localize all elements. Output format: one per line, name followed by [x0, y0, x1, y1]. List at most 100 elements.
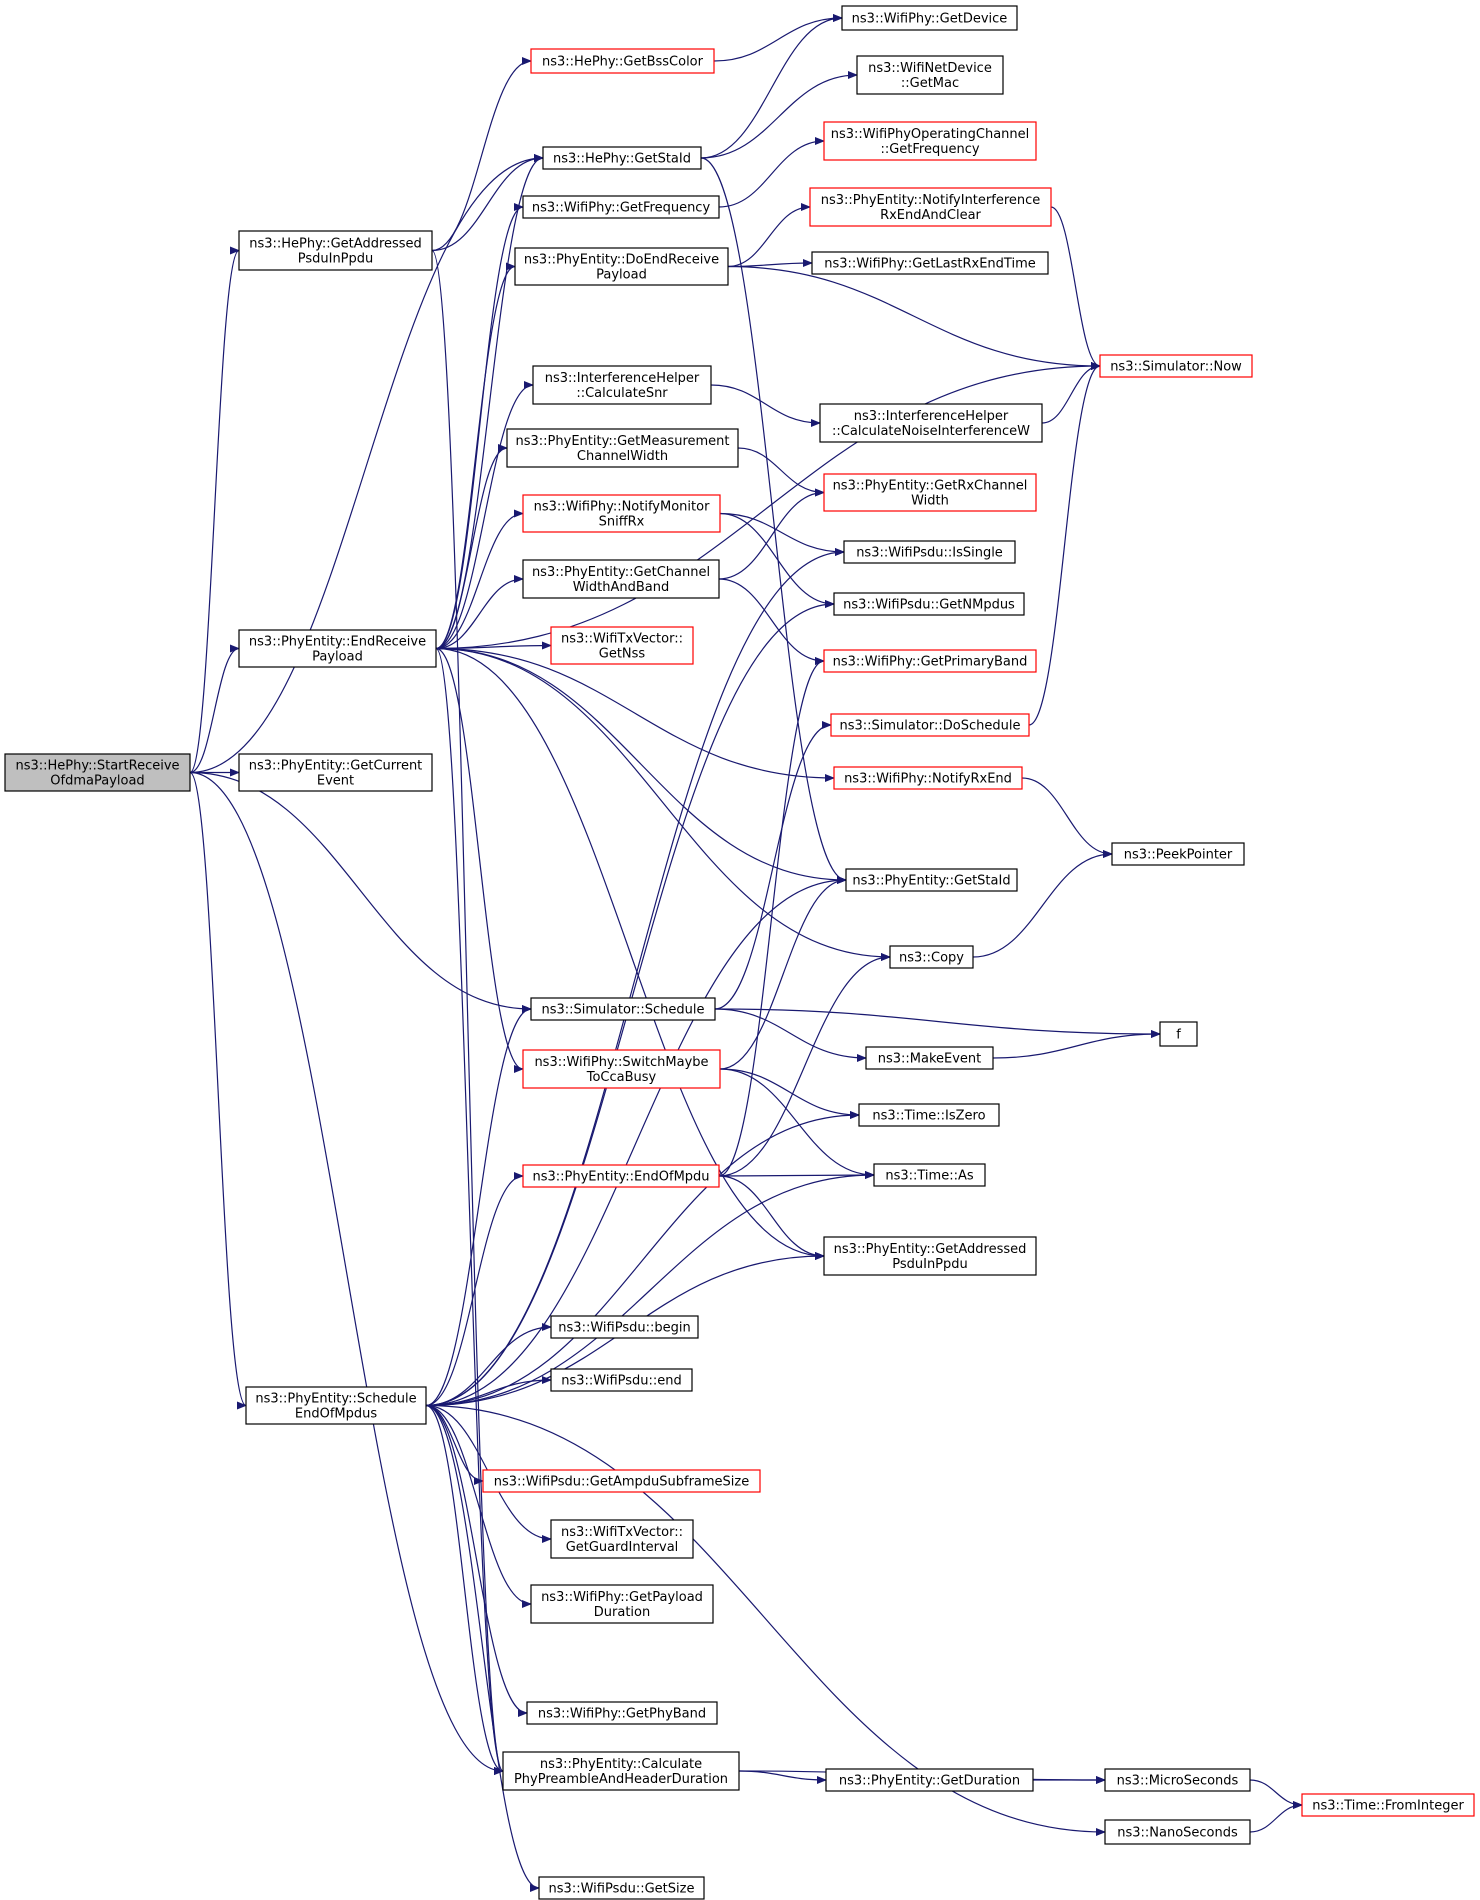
node-label: ns3::PhyEntity::GetDuration — [839, 1774, 1020, 1789]
node-label: ns3::WifiPhy::NotifyRxEnd — [844, 772, 1012, 787]
node-n42[interactable]: ns3::Time::As — [873, 1163, 986, 1187]
node-n44[interactable]: ns3::PhyEntity::GetDuration — [825, 1768, 1034, 1792]
node-n7[interactable]: ns3::WifiPhy::GetFrequency — [522, 195, 720, 219]
edge-n16-n35 — [718, 657, 825, 1177]
node-n40[interactable]: ns3::MakeEvent — [865, 1046, 994, 1070]
node-n33[interactable]: ns3::WifiPsdu::IsSingle — [843, 540, 1016, 564]
node-label: ::CalculateSnr — [576, 386, 668, 401]
node-box — [1159, 1021, 1198, 1047]
node-n23[interactable]: ns3::PhyEntity::CalculatePhyPreambleAndH… — [502, 1751, 740, 1791]
edge-n37-n45 — [1021, 777, 1113, 858]
node-n14[interactable]: ns3::Simulator::Schedule — [530, 997, 716, 1021]
edge-root-n6 — [189, 154, 544, 774]
edge-n11-n34 — [719, 512, 835, 608]
node-n45[interactable]: ns3::PeekPointer — [1111, 842, 1245, 866]
node-n39[interactable]: ns3::Copy — [889, 945, 974, 969]
node-label: ns3::WifiPhy::GetPrimaryBand — [833, 655, 1028, 670]
node-n41[interactable]: ns3::Time::IsZero — [858, 1103, 1000, 1127]
node-n38[interactable]: ns3::PhyEntity::GetStaId — [845, 868, 1018, 892]
node-label: ns3::WifiPsdu::IsSingle — [856, 546, 1003, 561]
node-label: ns3::PhyEntity::GetMeasurement — [516, 434, 730, 449]
node-label: ::CalculateNoiseInterferenceW — [832, 424, 1030, 439]
node-label: ns3::InterferenceHelper — [545, 371, 700, 386]
node-box — [482, 1469, 761, 1493]
edge-n2-n37 — [435, 647, 835, 782]
node-n10[interactable]: ns3::PhyEntity::GetMeasurementChannelWid… — [506, 428, 739, 468]
edge-n6-n26 — [700, 71, 858, 159]
node-n13[interactable]: ns3::WifiTxVector::GetNss — [550, 626, 694, 665]
edge-n4-n24 — [425, 1404, 540, 1892]
node-n34[interactable]: ns3::WifiPsdu::GetNMpdus — [833, 592, 1025, 616]
edge-n10-n32 — [737, 447, 825, 497]
node-n49[interactable]: ns3::Time::FromInteger — [1301, 1793, 1475, 1817]
node-box — [550, 1368, 693, 1392]
node-n28[interactable]: ns3::PhyEntity::NotifyInterferenceRxEndA… — [809, 187, 1052, 227]
edge-n4-n17 — [425, 1323, 552, 1407]
node-label: ns3::PhyEntity::GetChannel — [532, 565, 710, 580]
edge-n11-n33 — [719, 512, 845, 556]
node-label: ns3::PhyEntity::Calculate — [540, 1757, 702, 1772]
node-n47[interactable]: ns3::MicroSeconds — [1104, 1768, 1251, 1792]
node-label: ns3::PhyEntity::Schedule — [255, 1392, 416, 1407]
edge-n2-n38 — [435, 647, 847, 884]
node-n31[interactable]: ns3::InterferenceHelper::CalculateNoiseI… — [819, 403, 1043, 443]
node-n29[interactable]: ns3::WifiPhy::GetLastRxEndTime — [811, 251, 1049, 275]
node-n30[interactable]: ns3::Simulator::Now — [1099, 354, 1253, 378]
edge-n4-n22 — [425, 1404, 528, 1717]
node-label: PhyPreambleAndHeaderDuration — [514, 1772, 728, 1787]
node-n25[interactable]: ns3::WifiPhy::GetDevice — [841, 5, 1018, 31]
node-label: ::GetFrequency — [880, 142, 979, 157]
node-n46[interactable]: f — [1159, 1021, 1198, 1047]
node-label: ChannelWidth — [577, 449, 668, 464]
node-box — [841, 5, 1018, 31]
node-label: ns3::WifiPhy::GetLastRxEndTime — [824, 257, 1036, 272]
node-box — [843, 540, 1016, 564]
node-n9[interactable]: ns3::InterferenceHelper::CalculateSnr — [532, 365, 712, 405]
node-n19[interactable]: ns3::WifiPsdu::GetAmpduSubframeSize — [482, 1469, 761, 1493]
node-n37[interactable]: ns3::WifiPhy::NotifyRxEnd — [833, 766, 1023, 790]
node-n6[interactable]: ns3::HePhy::GetStaId — [542, 146, 702, 170]
node-label: ns3::NanoSeconds — [1117, 1826, 1238, 1841]
node-n17[interactable]: ns3::WifiPsdu::begin — [550, 1315, 699, 1339]
node-n24[interactable]: ns3::WifiPsdu::GetSize — [538, 1876, 705, 1900]
node-n5[interactable]: ns3::HePhy::GetBssColor — [530, 48, 715, 74]
node-box — [522, 195, 720, 219]
node-n36[interactable]: ns3::Simulator::DoSchedule — [830, 713, 1030, 737]
node-box — [530, 1584, 714, 1624]
edge-n4-n48 — [425, 1404, 1106, 1836]
edge-n2-n10 — [435, 444, 508, 650]
node-label: ns3::MicroSeconds — [1117, 1774, 1239, 1789]
node-n48[interactable]: ns3::NanoSeconds — [1104, 1819, 1251, 1845]
node-n20[interactable]: ns3::WifiTxVector::GetGuardInterval — [550, 1519, 694, 1559]
node-n22[interactable]: ns3::WifiPhy::GetPhyBand — [526, 1701, 718, 1725]
node-box — [819, 403, 1043, 443]
node-box — [506, 428, 739, 468]
node-box — [522, 1049, 721, 1089]
edge-root-n23 — [189, 771, 504, 1775]
edge-n16-n43 — [718, 1175, 825, 1260]
node-n16[interactable]: ns3::PhyEntity::EndOfMpdu — [522, 1164, 720, 1188]
node-box — [865, 1046, 994, 1070]
node-box — [823, 1236, 1037, 1276]
node-label: EndOfMpdus — [295, 1407, 377, 1422]
edge-n2-n23 — [435, 647, 504, 1775]
node-box — [530, 48, 715, 74]
node-n18[interactable]: ns3::WifiPsdu::end — [550, 1368, 693, 1392]
edge-root-n14 — [189, 771, 532, 1013]
node-n26[interactable]: ns3::WifiNetDevice::GetMac — [856, 55, 1004, 95]
node-n35[interactable]: ns3::WifiPhy::GetPrimaryBand — [823, 649, 1037, 673]
node-n27[interactable]: ns3::WifiPhyOperatingChannel::GetFrequen… — [823, 121, 1037, 161]
